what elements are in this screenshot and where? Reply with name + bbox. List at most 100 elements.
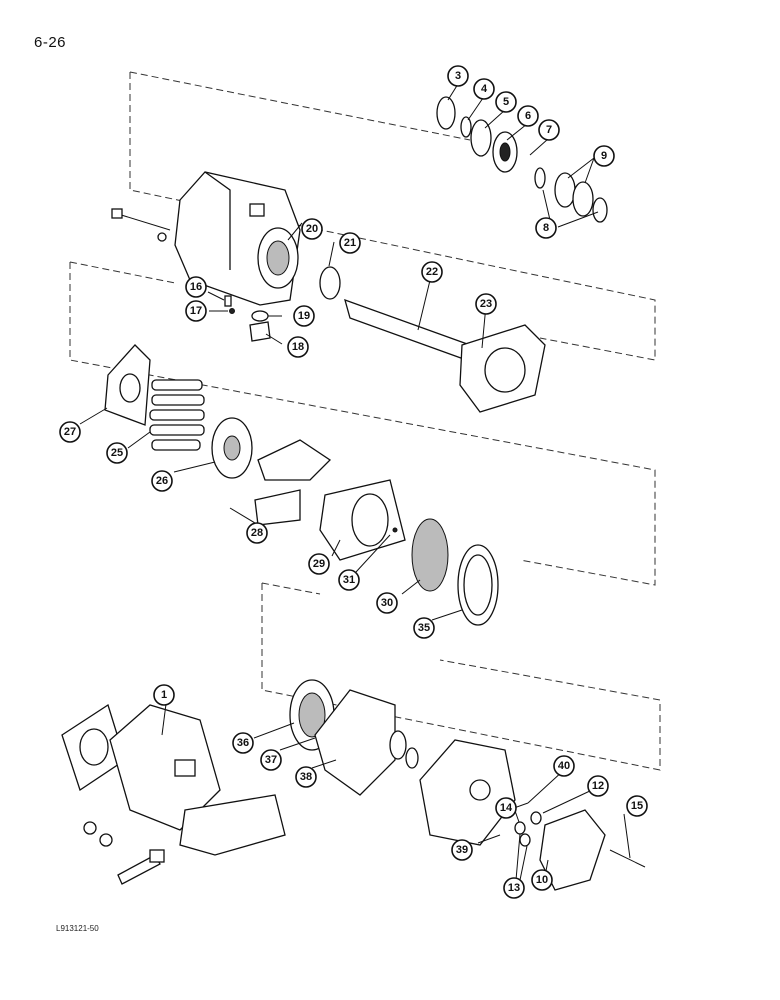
svg-text:5: 5 [503,96,509,108]
part-18-plug [249,321,271,342]
svg-text:40: 40 [558,760,570,772]
callout-14: 14 [495,797,517,819]
callout-10: 10 [531,869,553,891]
callout-29: 29 [308,553,330,575]
callout-7: 7 [538,119,560,141]
svg-text:38: 38 [300,771,312,783]
svg-text:27: 27 [64,426,76,438]
part-4-washer [460,116,472,138]
svg-text:31: 31 [343,574,355,586]
part-35-gasket-inner [463,554,493,616]
callout-16: 16 [185,276,207,298]
part-30-valve-plate [411,518,449,592]
callout-13: 13 [503,877,525,899]
piston-5 [151,439,201,451]
piston-1 [151,379,203,391]
callout-38: 38 [295,766,317,788]
rotating-group-parts [104,344,499,626]
part-28-bracket [254,489,301,526]
svg-text:37: 37 [265,754,277,766]
middle-assembly-boundary [69,262,656,586]
part-9-bearing-b [572,181,594,217]
callout-31: 31 [338,569,360,591]
part-15-bolt [609,849,646,868]
part-38-gasket [314,689,396,796]
mount-bolt-head [149,849,165,863]
housing-plug [249,203,265,217]
svg-text:25: 25 [111,447,123,459]
part-26-retainer-hole [223,435,241,461]
pump-body-port [174,759,196,777]
callout-bubbles: 3 4 5 6 7 9 8 20 21 22 23 16 17 19 18 27… [59,65,648,899]
piston-3 [149,409,205,421]
lower-assembly-boundary [261,583,661,771]
callout-4: 4 [473,78,495,100]
page-number: 6-26 [34,34,67,51]
part-16-pin [224,295,232,307]
callout-37: 37 [260,749,282,771]
svg-text:4: 4 [481,83,488,95]
mount-washer-2 [99,833,113,847]
svg-text:3: 3 [455,70,461,82]
part-28-swash-hardware [257,439,332,481]
callout-1: 1 [153,684,175,706]
svg-text:18: 18 [292,341,304,353]
callout-26: 26 [151,470,173,492]
svg-text:13: 13 [508,882,520,894]
svg-text:29: 29 [313,558,325,570]
svg-text:23: 23 [480,298,492,310]
callout-35: 35 [413,617,435,639]
part-36-plate-center [298,692,326,738]
callout-30: 30 [376,592,398,614]
callout-19: 19 [293,305,315,327]
callout-27: 27 [59,421,81,443]
part-1-pump-body [109,704,221,831]
part-8-ring [592,197,608,223]
part-29-block-bore [351,493,389,547]
callout-25: 25 [106,442,128,464]
svg-text:26: 26 [156,475,168,487]
part-9-bearing-a [554,172,576,208]
housing-washer [157,232,167,242]
callout-12: 12 [587,775,609,797]
callout-21: 21 [339,232,361,254]
svg-text:16: 16 [190,281,202,293]
piston-2 [151,394,205,406]
rear-cover-housing [419,739,516,846]
pump-housing-assembly [111,171,301,342]
svg-text:20: 20 [306,223,318,235]
lower-assembly-parts [61,679,646,891]
part-10-valve-block [539,809,606,891]
callout-8: 8 [535,217,557,239]
svg-text:10: 10 [536,874,548,886]
end-cover-bore [484,347,526,393]
callout-22: 22 [421,261,443,283]
upper-assembly-boundary [129,72,656,361]
part-22-drive-shaft [344,298,473,363]
svg-text:21: 21 [344,237,356,249]
seal-stack-parts [436,96,608,223]
rear-bearing [389,730,407,760]
callout-5: 5 [495,91,517,113]
part-12-o-ring [530,811,542,825]
callout-6: 6 [517,105,539,127]
svg-text:8: 8 [543,222,549,234]
callout-36: 36 [232,732,254,754]
callout-28: 28 [246,522,268,544]
callout-17: 17 [185,300,207,322]
part-5-o-ring [470,119,492,157]
assembly-guide-lines [69,71,661,771]
upper-assembly-top-edge [129,71,471,141]
svg-text:35: 35 [418,622,430,634]
callout-40: 40 [553,755,575,777]
figure-code: L913121-50 [56,924,99,933]
svg-text:17: 17 [190,305,202,317]
svg-text:15: 15 [631,800,643,812]
svg-text:9: 9 [601,150,607,162]
svg-text:7: 7 [546,124,552,136]
svg-text:1: 1 [161,689,167,701]
part-14-seal [514,821,526,835]
rear-seal-ring [405,747,419,769]
